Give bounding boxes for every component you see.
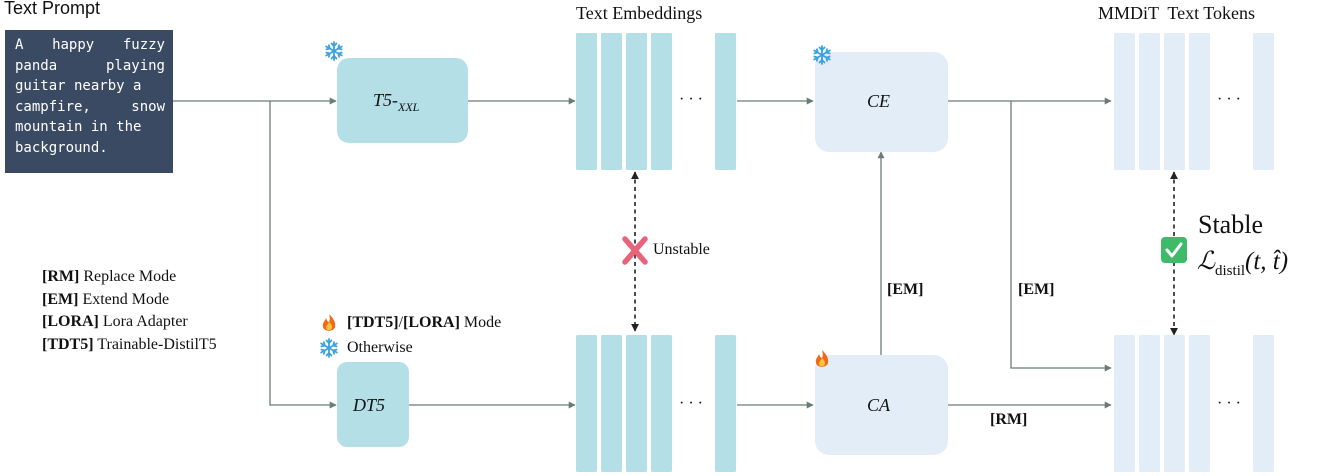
embedding-bar [626,33,647,170]
ellipsis-tok-top: · · · [1217,91,1241,108]
loss-subscript: distil [1215,263,1246,279]
embedding-bar [626,335,647,472]
unstable-label: Unstable [653,241,710,258]
legend-item: [TDT5] Trainable-DistilT5 [42,334,217,357]
ca-label: CA [867,395,891,415]
prompt-line: campfire, snow [15,97,165,118]
embedding-bar [651,335,672,472]
mmdit-tokens-header: MMDiT Text Tokens [1098,3,1255,23]
text-prompt-title: Text Prompt [4,0,101,18]
mode-legend: [RM] Replace Mode[EM] Extend Mode[LORA] … [42,266,217,357]
embedding-bar [601,335,622,472]
embedding-bar [715,335,736,472]
embedding-bar [601,33,622,170]
em-label-vertical: [EM] [887,281,924,298]
distil-loss-formula: ℒdistil(t, t̂) [1197,246,1289,279]
token-bar [1253,33,1274,170]
ce-label: CE [867,91,891,111]
legend-text: Extend Mode [78,290,170,308]
prompt-word: happy [52,37,95,53]
token-bar [1114,335,1135,472]
token-bar [1189,335,1210,472]
token-bar [1139,33,1160,170]
stable-label: Stable [1198,210,1263,239]
connectors [173,97,1112,409]
ca-box [815,355,948,455]
text-embeddings-top [576,33,736,170]
ce-box [815,52,948,152]
prompt-word: fuzzy [122,37,165,53]
token-bar [1114,33,1135,170]
prompt-line: panda playing [15,56,165,77]
check-icon [1161,237,1187,263]
text-embeddings-bottom [576,335,736,472]
ellipsis-emb-top: · · · [679,91,703,108]
t5-label-sub: XXL [398,100,420,114]
legend-item: [LORA] Lora Adapter [42,311,217,334]
mmdit-tokens-top [1114,33,1274,170]
dt5-label: DT5 [353,395,386,415]
cross-icon [622,236,648,265]
prompt-word: A [15,37,24,53]
prompt-word: snow [131,98,165,115]
prompt-word: guitar nearby a [15,78,142,95]
embedding-bar [651,33,672,170]
ellipsis-emb-bottom: · · · [679,395,703,412]
embedding-bar [576,33,597,170]
mmdit-tokens-bottom [1114,335,1274,472]
text-embeddings-header: Text Embeddings [576,3,703,23]
token-bar [1189,33,1210,170]
legend-tag: [LORA] [42,313,99,331]
loss-arguments: (t, t̂) [1245,248,1289,275]
prompt-word: mountain in the [15,119,142,136]
embedding-bar [576,335,597,472]
dt5-mode-note: [TDT5]/[LORA] Mode [347,314,501,332]
legend-text: Lora Adapter [98,313,188,331]
lora-tag: [LORA] [403,314,460,331]
mode-suffix: Mode [459,314,502,331]
em-label-branch: [EM] [1018,281,1055,298]
arrow-prompt-to-dt5 [269,101,337,409]
snowflake-icon [325,41,343,61]
t5-label-main: T5- [373,90,399,110]
prompt-line: mountain in the [15,117,165,138]
token-bar [1164,33,1185,170]
prompt-word: playing [105,57,165,74]
legend-tag: [RM] [42,268,80,285]
legend-tag: [TDT5] [42,336,94,354]
embedding-bar [715,33,736,170]
prompt-word: background. [15,139,108,156]
legend-item: [RM] Replace Mode [42,266,217,289]
dt5-box [337,362,409,447]
legend-item: [EM] Extend Mode [42,289,217,312]
legend-tag: [EM] [42,290,79,308]
loss-symbol: ℒ [1197,248,1216,275]
token-bar [1139,335,1160,472]
token-bar [1253,335,1274,472]
arrow-ce-extend-branch [1010,101,1112,372]
fire-icon [322,314,336,331]
t5-xxl-label: T5-XXL [373,90,420,114]
prompt-line: background. [15,138,165,159]
snowflake-icon [320,338,338,358]
tdt5-tag: [TDT5] [347,314,399,331]
otherwise-note: Otherwise [347,339,413,356]
mode-separator: / [398,314,404,331]
legend-text: Trainable-DistilT5 [93,336,217,354]
rm-label: [RM] [990,411,1028,428]
prompt-line: guitar nearby a [15,76,165,97]
fire-icon [815,350,829,367]
prompt-word: campfire, [15,98,91,115]
legend-text: Replace Mode [79,268,177,285]
token-bar [1164,335,1185,472]
ellipsis-tok-bottom: · · · [1217,395,1241,412]
prompt-word: panda [15,57,58,74]
t5-xxl-box [337,58,468,143]
